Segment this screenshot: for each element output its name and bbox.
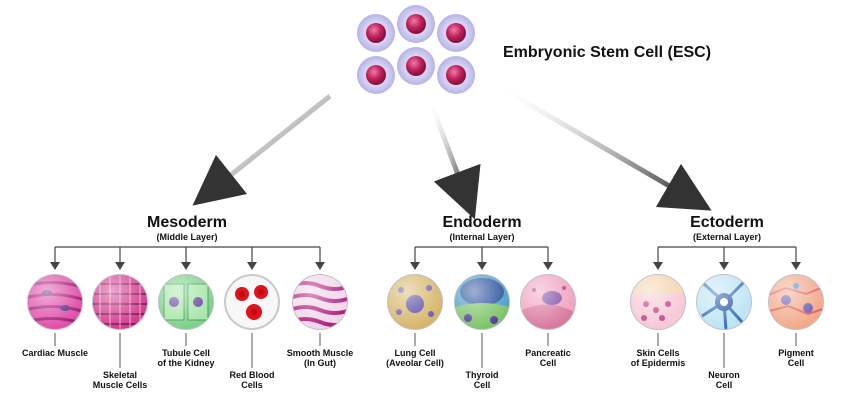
cell-label-lung: Lung Cell (Aveolar Cell) [386, 348, 444, 368]
cell-label-thyroid: Thyroid Cell [465, 370, 499, 390]
arrow-to-mesoderm [192, 94, 332, 206]
layer-subtitle-ectoderm: (External Layer) [692, 232, 762, 242]
neuron-cell-icon [696, 274, 752, 330]
cell-label-neuron: Neuron Cell [708, 370, 740, 390]
stem-cell-icon [437, 56, 475, 94]
stem-cell-icon [397, 5, 435, 43]
stem-cell-icon [357, 56, 395, 94]
lung-cell-icon [387, 274, 443, 330]
layer-subtitle-endoderm: (Internal Layer) [449, 232, 515, 242]
cardiac-muscle-cell-icon [27, 274, 83, 330]
red-blood-cell-icon [224, 274, 280, 330]
arrow-to-endoderm [429, 105, 481, 220]
page-title: Embryonic Stem Cell (ESC) [503, 44, 712, 61]
stem-cell-cluster [357, 5, 475, 94]
layer-title-endoderm: Endoderm [442, 214, 522, 231]
pigment-cell-icon [768, 274, 824, 330]
bracket-arrowheads [50, 262, 801, 270]
label-connectors [54, 333, 797, 368]
cell-label-kidney-tubule: Tubule Cell of the Kidney [157, 348, 215, 368]
kidney-tubule-cell-icon [158, 274, 214, 330]
layer-title-mesoderm: Mesoderm [146, 214, 228, 231]
stem-cell-icon [397, 47, 435, 85]
layer-title-ectoderm: Ectoderm [690, 214, 764, 231]
pancreatic-cell-icon [520, 274, 576, 330]
stem-cell-icon [357, 14, 395, 52]
differentiation-arrows [192, 89, 712, 220]
smooth-muscle-cell-icon [292, 274, 348, 330]
layer-brackets [54, 246, 797, 262]
thyroid-cell-icon [454, 274, 510, 330]
skin-cell-icon [630, 274, 686, 330]
arrow-to-ectoderm [506, 89, 712, 211]
cell-label-pancreatic: Pancreatic Cell [525, 348, 571, 368]
cell-label-smooth-muscle: Smooth Muscle (In Gut) [286, 348, 354, 368]
cell-label-skin: Skin Cells of Epidermis [630, 348, 686, 368]
cell-label-red-blood: Red Blood Cells [229, 370, 275, 390]
cell-label-cardiac-muscle: Cardiac Muscle [21, 348, 89, 358]
skeletal-muscle-cell-icon [92, 274, 148, 330]
cell-label-pigment: Pigment Cell [778, 348, 814, 368]
cell-label-skeletal-muscle: Skeletal Muscle Cells [92, 370, 148, 390]
layer-subtitle-mesoderm: (Middle Layer) [156, 232, 218, 242]
stem-cell-icon [437, 14, 475, 52]
